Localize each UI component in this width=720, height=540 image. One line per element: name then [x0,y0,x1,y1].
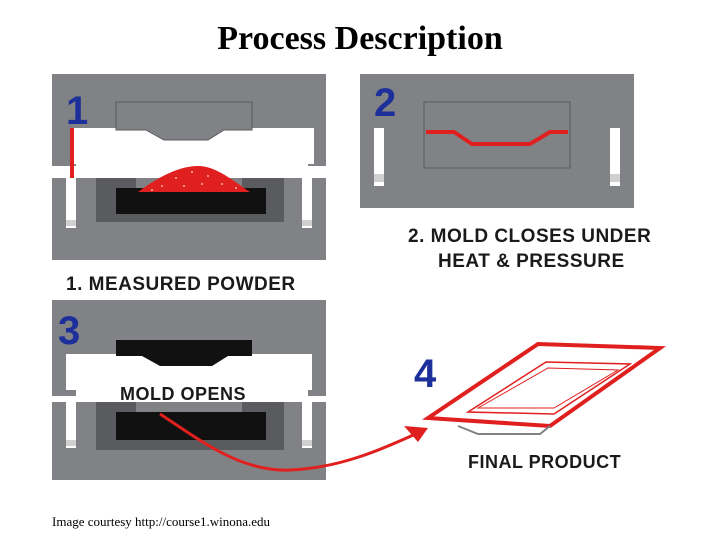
step-2-caption-line1: 2. MOLD CLOSES UNDER [408,226,652,247]
step-4-number: 4 [414,352,437,396]
step-4-caption: FINAL PRODUCT [468,452,622,472]
pressed-part-profile [426,130,568,146]
step-1-caption: 1. MEASURED POWDER [66,274,296,295]
slide-title: Process Description [217,20,503,57]
step-2-number: 2 [374,81,396,125]
final-product-drawing [422,341,667,435]
step-2-caption-line2: HEAT & PRESSURE [438,251,625,272]
step-2-panel: 2 [360,74,634,208]
powder-pile [138,166,250,192]
step-1-cavity [116,188,266,214]
step-1-number: 1 [66,89,88,133]
step-3-label: MOLD OPENS [120,384,247,404]
heat-edge-left [70,128,74,178]
step-1-panel: 1 [52,74,326,260]
step-3-number: 3 [58,309,80,353]
image-credit: Image courtesy http://course1.winona.edu [52,514,271,529]
step-3-panel: 3 [52,300,326,480]
